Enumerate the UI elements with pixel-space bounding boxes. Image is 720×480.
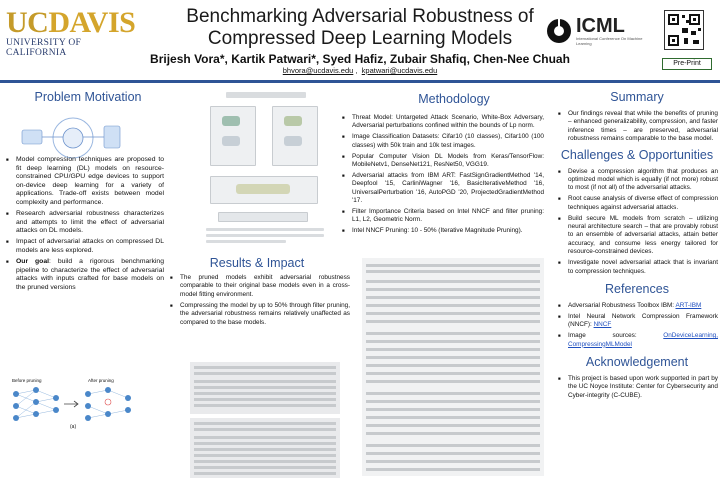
reference-item: Adversarial Robustness Toolbox IBM: ART-… (556, 302, 718, 311)
results-table-3 (362, 258, 544, 476)
reference-link-nncf[interactable]: NNCF (593, 321, 612, 329)
icml-mark-icon (547, 19, 571, 43)
motivation-bullet: Model compression techniques are propose… (4, 156, 164, 208)
poster-title: Benchmarking Adversarial Robustness of C… (186, 6, 534, 49)
logo-uc-text: UC (6, 6, 49, 39)
references-heading: References (605, 282, 669, 296)
reference-item: Intel Neural Network Compression Framewo… (556, 313, 718, 330)
reference-link-art-ibm[interactable]: ART-IBM (675, 302, 702, 309)
acknowledgement-text: This project is based upon work supporte… (556, 375, 718, 400)
neural-network-icon (13, 387, 131, 421)
methodology-bullet: Image Classification Datasets: Cifar10 (… (340, 133, 544, 150)
methodology-bullet: Threat Model: Untargeted Attack Scenario… (340, 114, 544, 131)
after-pruning-label: After pruning (88, 378, 114, 383)
goal-label: Our goal (16, 258, 49, 266)
challenges-bullet: Investigate novel adversarial attack tha… (556, 259, 718, 276)
challenges-bullet: Build secure ML models from scratch – ut… (556, 215, 718, 257)
results-heading: Results & Impact (209, 256, 305, 270)
logo-subtitle: UNIVERSITY OF CALIFORNIA (6, 38, 82, 58)
uc-davis-logo: UCDAVIS UNIVERSITY OF CALIFORNIA (6, 6, 136, 59)
motivation-goal: Our goal: build a rigorous benchmarking … (4, 258, 164, 292)
summary-bullet: Our findings reveal that while the benef… (556, 110, 718, 144)
qr-code-icon[interactable] (664, 10, 704, 50)
reference-text: Adversarial Robustness Toolbox IBM: (568, 302, 676, 309)
challenges-bullet: Devise a compression algorithm that prod… (556, 168, 718, 193)
pipeline-figure (206, 88, 326, 256)
right-column: Summary Our findings reveal that while t… (556, 86, 718, 476)
methodology-heading: Methodology (418, 92, 490, 106)
reference-text: Image sources: (568, 332, 664, 340)
acknowledgement-heading: Acknowledgement (585, 355, 689, 370)
results-bullet: The pruned models exhibit adversarial ro… (168, 274, 350, 299)
email-link-1[interactable]: bhvora@ucdavis.edu (282, 66, 354, 75)
methodology-bullet: Adversarial attacks from IBM ART: FastSi… (340, 172, 544, 206)
challenges-bullet: Root cause analysis of diverse effect of… (556, 195, 718, 212)
icml-logo-text: ICML (576, 15, 625, 37)
email-link-2[interactable]: kpatwari@ucdavis.edu (361, 66, 438, 75)
pruning-figure: Before pruning After pruning (a) (8, 378, 148, 434)
icml-logo-subtitle: International Conference On Machine Lear… (576, 36, 643, 46)
preprint-badge: Pre-Print (662, 58, 712, 70)
reference-link-image-sources[interactable]: OnDeviceLearning, CompressingMLModel (568, 332, 718, 348)
icml-logo: ICML International Conference On Machine… (546, 16, 656, 46)
edge-device-figure (21, 117, 121, 159)
methodology-bullet: Filter Importance Criteria based on Inte… (340, 208, 544, 225)
results-table-1 (190, 362, 340, 414)
figure-label-a: (a) (70, 424, 77, 430)
results-table-2 (190, 418, 340, 478)
before-pruning-label: Before pruning (12, 378, 42, 383)
motivation-bullet: Impact of adversarial attacks on compres… (4, 238, 164, 255)
methodology-bullet: Intel NNCF Pruning: 10 - 50% (Iterative … (340, 227, 544, 236)
center-column: Results & Impact The pruned models exhib… (166, 86, 552, 478)
header-divider (0, 80, 720, 83)
logo-davis-text: DAVIS (48, 6, 136, 39)
reference-item: Image sources: OnDeviceLearning, Compres… (556, 332, 718, 349)
challenges-heading: Challenges & Opportunities (560, 147, 714, 162)
results-bullet: Compressing the model by up to 50% throu… (168, 302, 350, 327)
methodology-bullet: Popular Computer Vision DL Models from K… (340, 153, 544, 170)
summary-heading: Summary (610, 90, 664, 104)
motivation-column: Problem Motivation Model compression tec… (4, 86, 172, 476)
on-device-diagram (8, 116, 138, 160)
email-list: bhvora@ucdavis.edu , kpatwari@ucdavis.ed… (282, 66, 438, 75)
motivation-heading: Problem Motivation (34, 90, 142, 104)
author-list: Brijesh Vora*, Kartik Patwari*, Syed Haf… (150, 52, 570, 66)
reference-text: Intel Neural Network Compression Framewo… (568, 312, 718, 329)
goal-text: : build a rigorous benchmarking pipeline… (16, 258, 164, 291)
motivation-bullet: Research adversarial robustness characte… (4, 210, 164, 236)
